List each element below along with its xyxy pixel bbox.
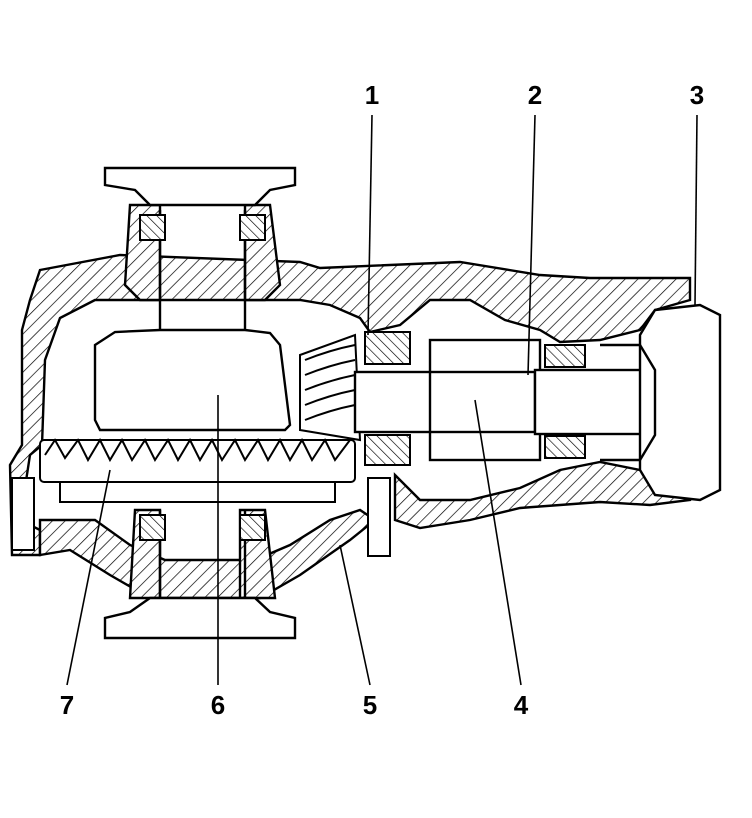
callout-3: 3 [689,80,705,110]
callout-5: 5 [362,690,378,720]
callout-7: 7 [59,690,75,720]
bolts [11,477,391,557]
leader-lines [66,114,698,686]
drive-flange [600,303,722,502]
bearings [139,214,586,541]
callout-1: 1 [364,80,380,110]
pinion-gear [299,333,362,442]
flange-top [103,166,297,207]
callout-4: 4 [513,690,529,720]
callout-6: 6 [210,690,226,720]
ring-gear [39,437,356,503]
flange-bottom [103,596,297,640]
callout-2: 2 [527,80,543,110]
